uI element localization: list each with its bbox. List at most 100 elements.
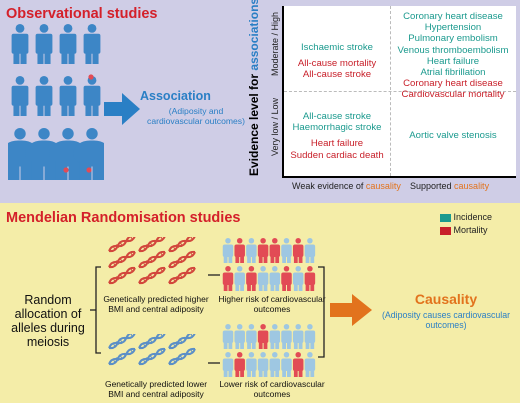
causality-arrow bbox=[330, 294, 372, 326]
dna-helix bbox=[168, 347, 196, 366]
dna-helix bbox=[138, 347, 166, 366]
y-tick-low: Very low / Low bbox=[270, 97, 280, 156]
person-figure bbox=[246, 238, 257, 263]
heart-mark bbox=[86, 167, 92, 173]
x-tick-weak-highlight: causality bbox=[365, 181, 401, 191]
person-figure bbox=[83, 24, 101, 64]
heart-mark bbox=[88, 74, 94, 80]
dna-helix bbox=[168, 266, 196, 285]
person-figure bbox=[234, 266, 245, 291]
person-figure bbox=[304, 238, 316, 263]
person-figure bbox=[304, 324, 316, 349]
person-figure bbox=[35, 24, 53, 64]
evidence-quadrant-grid: Ischaemic stroke All-cause mortality All… bbox=[282, 6, 516, 178]
person-figure bbox=[83, 76, 101, 116]
person-figure bbox=[304, 352, 316, 377]
person-figure bbox=[257, 266, 269, 291]
evidence-axis-label: Evidence level for associations bbox=[247, 0, 261, 176]
person-figure bbox=[269, 324, 281, 349]
person-figure bbox=[73, 128, 104, 180]
person-figure bbox=[234, 238, 245, 263]
lower-risk-population bbox=[222, 324, 316, 377]
person-figure bbox=[11, 24, 29, 64]
outcome-item: Cardiovascular mortality bbox=[401, 89, 505, 101]
person-figure bbox=[292, 266, 304, 291]
dna-helix bbox=[168, 250, 196, 269]
outcome-item: Haemorrhagic stroke bbox=[292, 122, 382, 134]
horizontal-divider bbox=[284, 91, 516, 92]
legend: Incidence Mortality bbox=[440, 212, 492, 235]
outcome-item: Heart failure bbox=[426, 55, 480, 67]
heart-mark bbox=[63, 167, 69, 173]
legend-incidence: Incidence bbox=[440, 212, 492, 222]
causality-label: Causality bbox=[414, 291, 478, 307]
person-figure bbox=[257, 324, 269, 349]
x-tick-supported: Supported causality bbox=[410, 181, 489, 191]
person-figure bbox=[246, 352, 257, 377]
person-figure bbox=[234, 352, 245, 377]
outcome-item: All-cause stroke bbox=[302, 111, 372, 122]
quadrant-bottom-left: All-cause stroke Haemorrhagic stroke Hea… bbox=[284, 111, 390, 161]
dna-helix bbox=[108, 250, 136, 269]
person-figure bbox=[222, 266, 234, 291]
lower-risk-label: Lower risk of cardiovascular outcomes bbox=[219, 379, 325, 399]
person-figure bbox=[35, 76, 53, 116]
dna-helix bbox=[168, 237, 196, 253]
dna-helix bbox=[138, 250, 166, 269]
evidence-axis-label-prefix: Evidence level for bbox=[247, 70, 261, 176]
low-risk-dna-alleles bbox=[108, 334, 196, 366]
x-tick-supported-prefix: Supported bbox=[410, 181, 455, 191]
person-figure bbox=[59, 76, 77, 116]
higher-risk-label: Higher risk of cardiovascular outcomes bbox=[218, 294, 326, 314]
person-figure bbox=[292, 238, 304, 263]
outcome-item: Hypertension bbox=[424, 22, 482, 34]
dna-helix bbox=[108, 237, 136, 253]
causality-subtitle: (Adiposity causes cardiovascular outcome… bbox=[381, 310, 511, 330]
dna-helix bbox=[138, 266, 166, 285]
lower-bmi-label: Genetically predicted lower BMI and cent… bbox=[104, 379, 208, 399]
higher-bmi-label: Genetically predicted higher BMI and cen… bbox=[103, 294, 209, 314]
legend-mortality: Mortality bbox=[440, 225, 492, 235]
person-figure bbox=[292, 352, 304, 377]
person-figure bbox=[257, 352, 269, 377]
x-tick-weak-prefix: Weak evidence of bbox=[292, 181, 366, 191]
person-figure bbox=[281, 352, 292, 377]
outcome-item: Ischaemic stroke bbox=[301, 42, 373, 53]
association-label: Association bbox=[140, 89, 211, 103]
vertical-divider bbox=[390, 6, 391, 176]
quadrant-top-left: Ischaemic stroke All-cause mortality All… bbox=[284, 42, 390, 81]
evidence-axis-label-highlight: associations bbox=[247, 0, 261, 71]
person-figure bbox=[222, 352, 234, 377]
legend-incidence-label: Incidence bbox=[453, 212, 493, 222]
dna-helix bbox=[138, 237, 166, 253]
association-arrow bbox=[104, 93, 140, 125]
quadrant-top-right: Coronary heart disease Hypertension Pulm… bbox=[390, 11, 516, 101]
observational-title: Observational studies bbox=[6, 6, 158, 22]
high-risk-dna-alleles bbox=[108, 237, 196, 285]
person-figure bbox=[269, 352, 281, 377]
person-figure bbox=[257, 238, 269, 263]
person-figure bbox=[246, 324, 257, 349]
person-figure bbox=[292, 324, 304, 349]
association-subtitle: (Adiposity and cardiovascular outcomes) bbox=[147, 106, 245, 126]
dna-helix bbox=[168, 334, 196, 350]
legend-mortality-label: Mortality bbox=[453, 225, 488, 235]
person-figure bbox=[59, 24, 77, 64]
person-figure bbox=[281, 266, 292, 291]
outcome-item: Venous thromboembolism bbox=[397, 44, 509, 56]
x-tick-weak: Weak evidence of causality bbox=[292, 181, 401, 191]
quadrant-bottom-right: Aortic valve stenosis bbox=[390, 130, 516, 141]
higher-risk-population bbox=[222, 238, 316, 291]
mortality-swatch bbox=[440, 226, 451, 235]
random-allocation-text: Random allocation of alleles during meio… bbox=[11, 293, 85, 349]
dna-helix bbox=[108, 334, 136, 350]
obese-population-figures bbox=[8, 24, 104, 180]
outcome-item: Coronary heart disease bbox=[403, 11, 503, 22]
outcome-item: Heart failure bbox=[310, 138, 364, 150]
person-figure bbox=[281, 324, 292, 349]
outcome-item: All-cause mortality bbox=[297, 58, 377, 70]
outcome-item: Pulmonary embolism bbox=[408, 33, 498, 45]
person-figure bbox=[246, 266, 257, 291]
dna-helix bbox=[108, 347, 136, 366]
person-figure bbox=[222, 324, 234, 349]
